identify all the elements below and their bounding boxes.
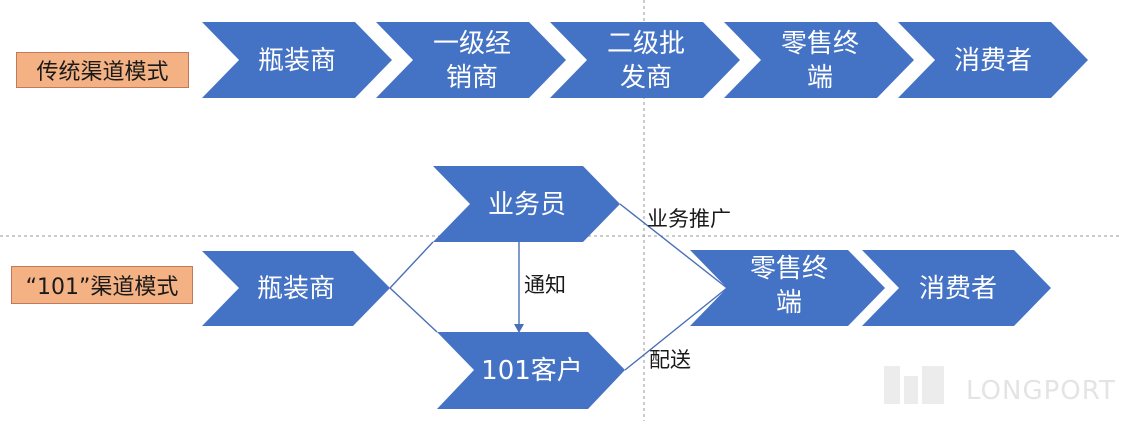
model-101-consumer-label: 消费者 [919,274,997,304]
traditional-step-primary-distributor-line1: 一级经 [433,29,511,59]
salesman-to-retail-line [619,203,728,289]
delivery-label: 配送 [649,348,691,372]
model-101-client-label: 101客户 [481,356,583,386]
traditional-step-bottler-label: 瓶装商 [258,46,336,76]
traditional-step-retail-line1: 零售终 [781,29,859,59]
traditional-step-primary-distributor-line2: 销商 [446,63,498,93]
bottler-to-client-line [389,287,438,333]
model-101-retail-line2: 端 [776,288,802,318]
model-101-label: “101”渠道模式 [11,266,193,304]
traditional-step-retail-line2: 端 [807,63,833,93]
model-101-salesman-label: 业务员 [488,190,566,220]
traditional-step-secondary-wholesaler: 二级批 发商 [550,22,740,98]
model-101-salesman: 业务员 [433,166,620,242]
watermark-text: LONGPORT [966,376,1116,406]
model-101-client: 101客户 [437,332,625,409]
model-101-bottler: 瓶装商 [202,251,390,326]
watermark-logo-bar-mid [904,376,918,404]
model-101-bottler-label: 瓶装商 [257,274,335,304]
bottler-to-salesman-line [389,241,434,289]
traditional-step-secondary-wholesaler-line2: 发商 [620,63,672,93]
model-101-retail-line1: 零售终 [750,254,828,284]
model-101-consumer: 消费者 [862,250,1051,326]
model-101-retail: 零售终 端 [690,250,885,326]
watermark-logo-bar-left [884,366,900,404]
traditional-step-consumer: 消费者 [898,22,1088,98]
watermark-logo-bar-right [922,366,944,404]
traditional-step-secondary-wholesaler-line1: 二级批 [607,29,685,59]
traditional-step-retail: 零售终 端 [724,22,914,98]
traditional-step-primary-distributor: 一级经 销商 [376,22,566,98]
traditional-step-bottler: 瓶装商 [202,22,392,98]
notify-label: 通知 [524,273,566,297]
client-to-retail-line [624,287,728,371]
traditional-step-consumer-label: 消费者 [954,46,1032,76]
longport-watermark: LONGPORT [884,366,1116,406]
promotion-label: 业务推广 [647,207,731,231]
notify-arrow-head [514,324,524,333]
traditional-channel-label: 传统渠道模式 [16,52,189,88]
